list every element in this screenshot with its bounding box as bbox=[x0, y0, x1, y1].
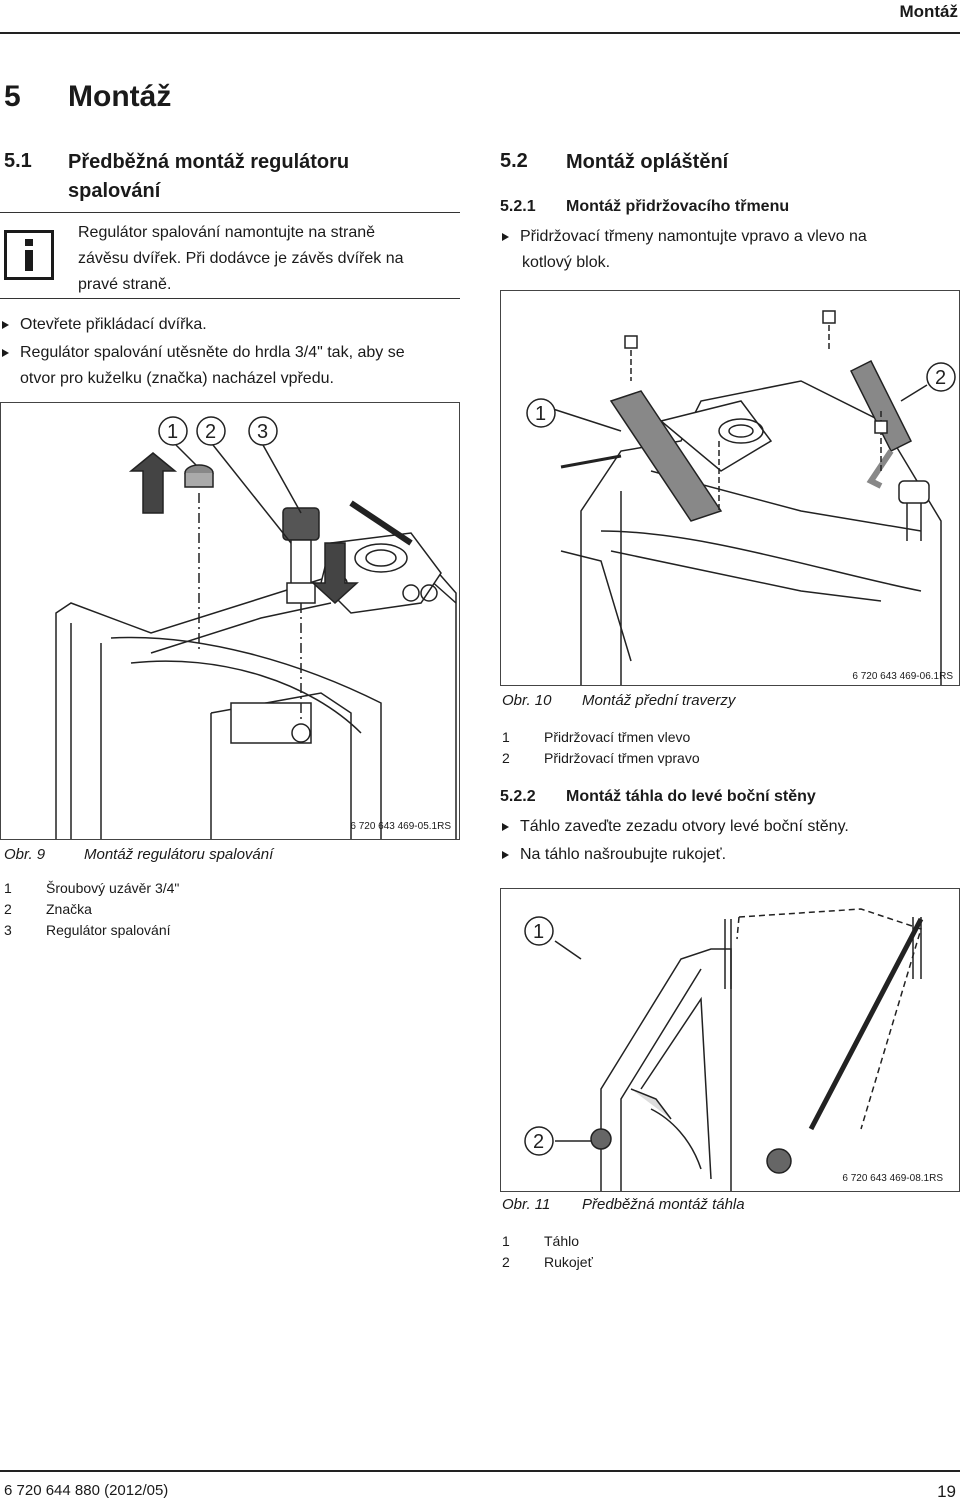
header-rule bbox=[0, 32, 960, 34]
chapter-title: Montáž bbox=[68, 80, 172, 113]
fig9-callout-1: 1 bbox=[167, 421, 178, 443]
figure-11-caption-number: Obr. 11 bbox=[502, 1196, 551, 1213]
section-5-1-title-line2: spalování bbox=[68, 180, 161, 202]
figure-11-illustration: 1 2 6 720 643 469-08.1RS bbox=[500, 888, 960, 1192]
figure-9-caption-number: Obr. 9 bbox=[4, 846, 46, 863]
chapter-number: 5 bbox=[4, 80, 21, 113]
section-5-2-number: 5.2 bbox=[500, 150, 528, 172]
info-line: závěsu dvířek. Při dodávce je závěs dvíř… bbox=[78, 250, 404, 267]
figure-9-caption-text: Montáž regulátoru spalování bbox=[84, 846, 274, 863]
info-line: Regulátor spalování namontujte na straně bbox=[78, 224, 376, 241]
bullet-mount-brackets: Přidržovací třmeny namontujte vpravo a v… bbox=[500, 224, 867, 250]
bullet-seal-regulator-cont: otvor pro kuželku (značka) nacházel vpře… bbox=[20, 370, 334, 387]
bullet-insert-rod: Táhlo zaveďte zezadu otvory levé boční s… bbox=[500, 814, 849, 840]
fig11-callout-1: 1 bbox=[533, 921, 544, 943]
figure-11-caption-text: Předběžná montáž táhla bbox=[582, 1196, 745, 1213]
fig9-callout-3: 3 bbox=[257, 421, 268, 443]
fig10-callout-2: 2 bbox=[935, 367, 946, 389]
section-5-2-title: Montáž opláštění bbox=[566, 151, 729, 173]
bullet-screw-handle: Na táhlo našroubujte rukojeť. bbox=[500, 842, 726, 868]
section-5-1-title-line1: Předběžná montáž regulátoru bbox=[68, 151, 350, 173]
info-line: pravé straně. bbox=[78, 276, 172, 293]
section-5-1-title: Předběžná montáž regulátoru spalování bbox=[68, 148, 349, 206]
bullet-mount-brackets-cont: kotlový blok. bbox=[522, 254, 611, 271]
figure-10-illustration: 1 2 6 720 643 469-06.1RS bbox=[500, 290, 960, 686]
section-5-2-1-number: 5.2.1 bbox=[500, 198, 536, 215]
info-top-rule bbox=[0, 212, 460, 213]
figure-10-caption-number: Obr. 10 bbox=[502, 692, 552, 709]
figure-11-code: 6 720 643 469-08.1RS bbox=[842, 1173, 943, 1184]
section-5-1-number: 5.1 bbox=[4, 150, 32, 172]
figure-10-code: 6 720 643 469-06.1RS bbox=[852, 671, 953, 682]
bullet-seal-regulator: Regulátor spalování utěsněte do hrdla 3/… bbox=[0, 340, 405, 366]
document-number: 6 720 644 880 (2012/05) bbox=[4, 1482, 169, 1499]
info-bottom-rule bbox=[0, 298, 460, 299]
info-note: Regulátor spalování namontujte na straně… bbox=[78, 220, 404, 298]
fig10-callout-1: 1 bbox=[535, 403, 546, 425]
footer-rule bbox=[0, 1470, 960, 1472]
fig9-callout-2: 2 bbox=[205, 421, 216, 443]
page-number: 19 bbox=[937, 1482, 956, 1501]
section-5-2-1-title: Montáž přidržovacího třmenu bbox=[566, 198, 790, 215]
fig11-callout-2: 2 bbox=[533, 1131, 544, 1153]
info-icon bbox=[4, 230, 54, 280]
running-header: Montáž bbox=[899, 2, 958, 21]
bullet-open-door: Otevřete přikládací dvířka. bbox=[0, 312, 207, 338]
figure-9-illustration: 1 2 3 6 720 643 469-05.1RS bbox=[0, 402, 460, 840]
section-5-2-2-title: Montáž táhla do levé boční stěny bbox=[566, 788, 816, 805]
section-5-2-2-number: 5.2.2 bbox=[500, 788, 536, 805]
figure-9-code: 6 720 643 469-05.1RS bbox=[350, 821, 451, 832]
figure-10-caption-text: Montáž přední traverzy bbox=[582, 692, 736, 709]
